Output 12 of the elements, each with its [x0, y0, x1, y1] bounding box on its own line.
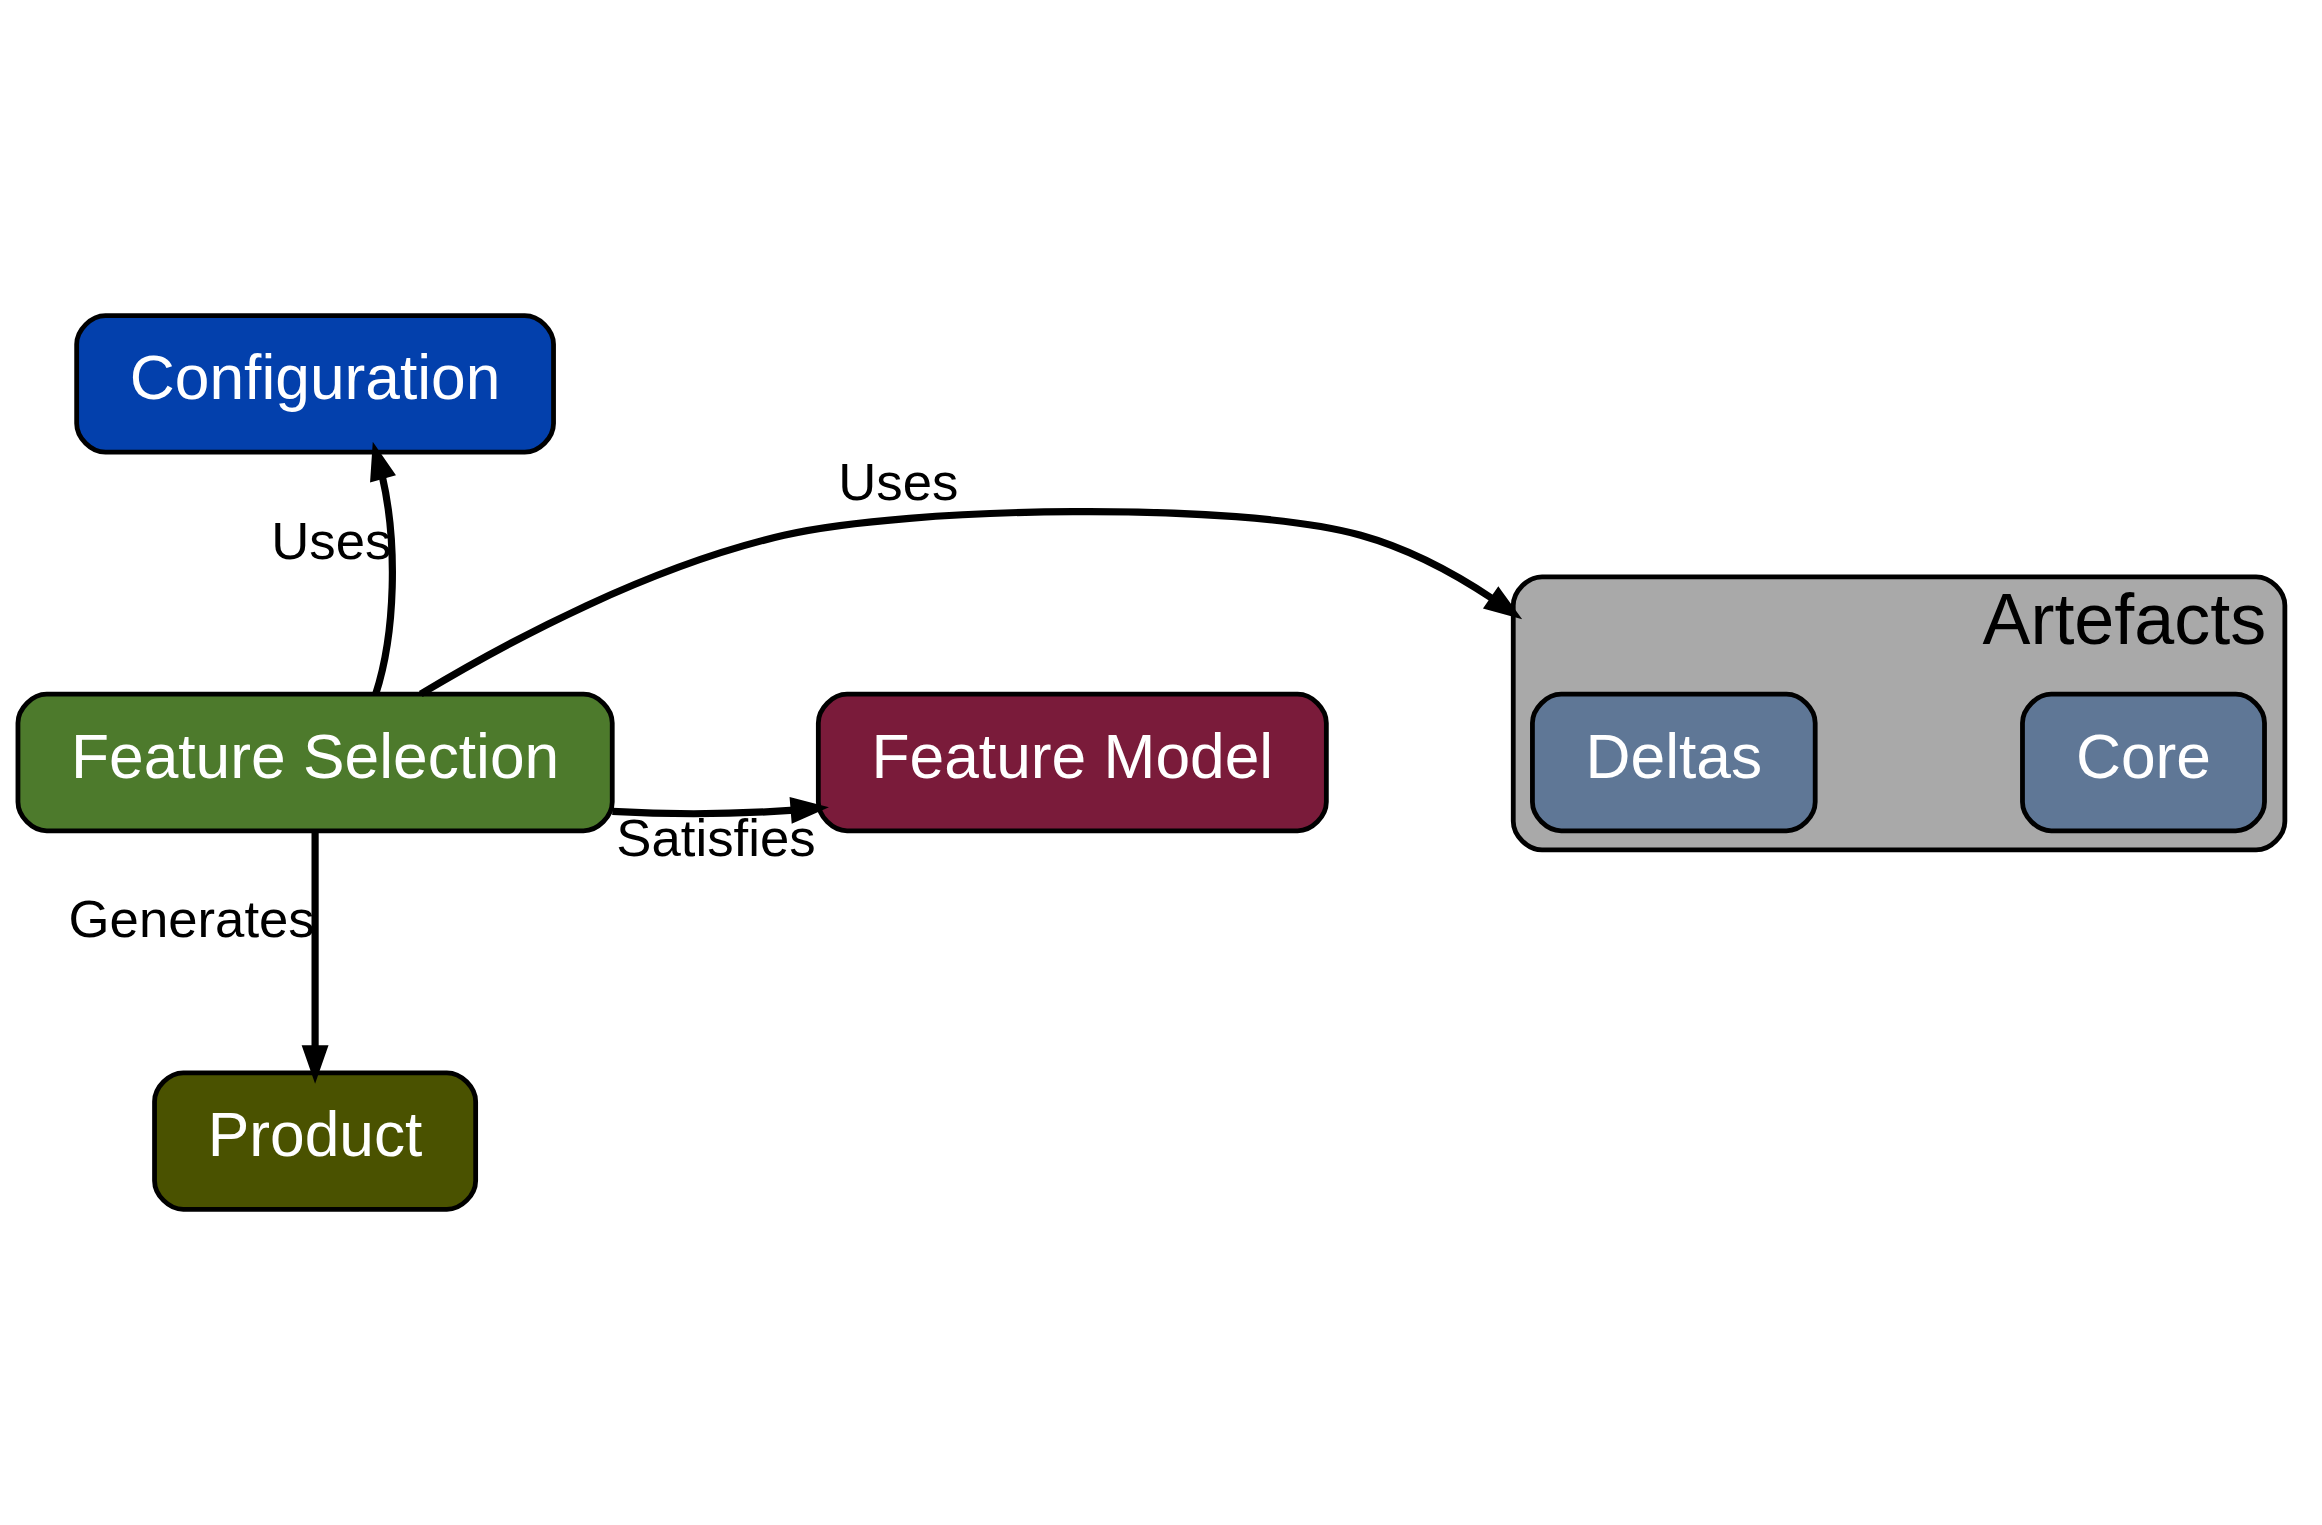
node-box: Core [2020, 691, 2267, 834]
node-box: Feature Model [815, 691, 1329, 834]
arrow [418, 508, 1523, 698]
edge-label: Uses [838, 451, 959, 511]
arrow [301, 830, 329, 1084]
edge-label: Generates [68, 889, 315, 949]
node-box: Configuration [74, 313, 556, 455]
node-box: Product [152, 1070, 479, 1212]
node-box: Deltas [1530, 691, 1818, 834]
arrow [612, 797, 829, 824]
edge-label: Satisfies [616, 807, 816, 867]
node-box: Feature Selection [15, 691, 615, 834]
